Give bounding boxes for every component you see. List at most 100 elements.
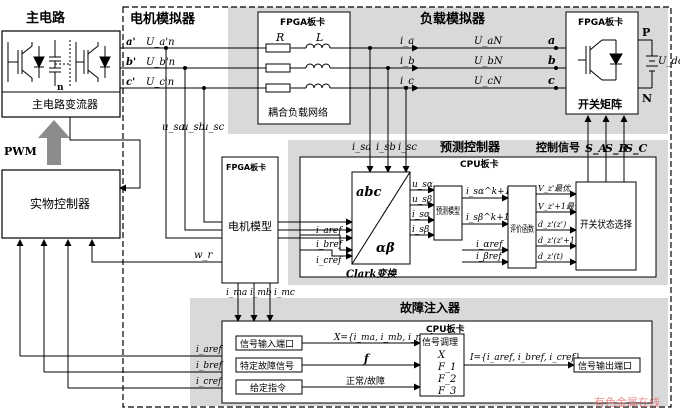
motor-simulator-frame [122, 6, 672, 408]
eval-out-dz-z1: d_z'(z'+1) [538, 236, 578, 245]
prediction-isalpha: i_sα^k+1 [466, 187, 510, 197]
load-simulator-title: 负载模拟器 [420, 11, 486, 27]
dc-source-icon [646, 40, 658, 88]
switch-matrix-label: 开关矩阵 [578, 97, 622, 111]
eval-out-vz1-opt: V_z'+1最优 [538, 202, 583, 211]
clark-out-isbeta: i_sβ [412, 225, 429, 235]
physical-controller-box [1, 169, 121, 239]
current-ib: i_b [400, 56, 415, 67]
voltage-cn: U_cN [474, 76, 503, 87]
watermark: 有色金属在线 [594, 395, 660, 409]
fault-in-icref: i_cref [196, 377, 223, 387]
voltage-b: U_b'n [146, 57, 175, 68]
clark-out-usalpha: u_sα [412, 180, 433, 190]
switch-fpga-label: FPGA板卡 [578, 16, 623, 28]
sample-usa: u_sa [162, 122, 185, 133]
main-circuit-box [1, 30, 121, 118]
evaluation-function-label: 评价函数 [510, 223, 534, 235]
node-a: a [548, 34, 555, 47]
motor-ref-ibref: i_bref [316, 240, 344, 250]
predictive-model-label: 预测模型 [436, 206, 460, 217]
fault-cpu-label: CPU板卡 [426, 323, 465, 335]
sample-isb: i_sb [376, 142, 396, 153]
node-c: c [548, 74, 555, 87]
main-circuit-title: 主电路 [26, 10, 66, 26]
x-equation: X={i_ma, i_mb, i_mc} [333, 333, 435, 343]
motor-model-board [221, 156, 279, 284]
eval-out-vz-opt: V_z'最优 [538, 184, 571, 193]
motor-fpga-label: FPGA板卡 [226, 162, 266, 172]
adjust-x: X [437, 350, 446, 361]
fault-in-iaref: i_aref [196, 345, 223, 355]
ref-ialpha: i_αref [476, 240, 504, 250]
switch-matrix-box [565, 11, 639, 115]
current-ic: i_c [400, 76, 414, 87]
predictive-controller-title: 预测控制器 [440, 139, 501, 154]
adjust-f3: F_3 [437, 386, 456, 397]
dc-capacitor-icon [49, 40, 71, 86]
eval-out-dz-z: d_z'(z') [538, 220, 566, 229]
predictive-model-block [433, 185, 463, 241]
fault-in-ibref: i_bref [196, 361, 224, 371]
neutral-n-label: n [57, 83, 64, 93]
ref-ibeta: i_βref [476, 252, 503, 262]
voltage-bn: U_bN [474, 56, 504, 67]
signal-adjust-label: 信号调理 [422, 336, 458, 348]
voltage-a: U_a'n [146, 37, 175, 48]
adjust-f1: F_1 [437, 362, 456, 373]
current-ia: i_a [400, 36, 414, 47]
switch-sc: S_C [625, 142, 647, 156]
coupling-network-label: 耦合负载网络 [268, 106, 328, 119]
main-converter-label: 主电路变流器 [32, 97, 98, 111]
motor-out-ima: i_ma [226, 288, 247, 298]
voltage-c: U_c'n [146, 77, 174, 88]
evaluation-function-block [507, 185, 537, 269]
igbt-right-icon [75, 42, 111, 82]
inductor-label: L [315, 31, 323, 44]
dc-n-label: N [642, 92, 652, 105]
dc-p-label: P [642, 26, 650, 39]
load-fpga-label: FPGA板卡 [280, 16, 325, 28]
predictive-cpu-label: CPU板卡 [460, 158, 499, 170]
clark-out-isalpha: i_sα [412, 210, 430, 220]
pwm-arrow [38, 120, 70, 165]
wr-label: w_r [194, 250, 214, 261]
node-b: b [548, 54, 556, 67]
f-label: f [363, 352, 371, 365]
clark-caption: Clark变换 [346, 268, 397, 280]
switch-state-label: 开关状态选择 [580, 218, 632, 231]
given-command-label: 给定指令 [250, 382, 286, 394]
sample-isa: i_sa [352, 142, 371, 153]
sample-isc: i_sc [398, 142, 417, 153]
signal-input-label: 信号输入端口 [240, 338, 294, 350]
clark-alphabeta: αβ [376, 241, 395, 256]
normal-fault-label: 正常/故障 [346, 375, 385, 387]
voltage-an: U_aN [474, 36, 503, 47]
resistor-label: R [275, 31, 284, 44]
eval-out-dz-t: d_z'(t) [538, 252, 563, 261]
motor-out-imb: i_mb [250, 288, 272, 298]
switch-sa: S_A [585, 142, 607, 156]
control-signal-label: 控制信号 [536, 140, 580, 154]
physical-controller-label: 实物控制器 [30, 196, 90, 211]
rl-network-icon [258, 43, 350, 93]
motor-out-imc: i_mc [274, 288, 295, 298]
udc-label: U_dc [658, 56, 680, 67]
fault-injector-title: 故障注入器 [400, 300, 461, 315]
sample-usc: u_sc [202, 122, 225, 133]
adjust-f2: F_2 [437, 374, 456, 385]
i-equation: I={i_aref, i_bref, i_cref} [469, 353, 581, 363]
terminal-a: a' [126, 37, 136, 48]
fault-signal-label: 特定故障信号 [240, 360, 294, 372]
pwm-label: PWM [4, 145, 37, 158]
sample-usb: u_sb [182, 122, 205, 133]
motor-ref-iaref: i_aref [316, 226, 343, 236]
switch-sb: S_B [605, 142, 628, 156]
motor-ref-icref: i_cref [316, 256, 343, 266]
clark-abc: abc [356, 185, 382, 200]
terminal-c: c' [126, 77, 135, 88]
signal-output-label: 信号输出端口 [578, 360, 632, 372]
prediction-isbeta: i_sβ^k+1 [466, 213, 509, 223]
signal-output-port [573, 357, 641, 373]
